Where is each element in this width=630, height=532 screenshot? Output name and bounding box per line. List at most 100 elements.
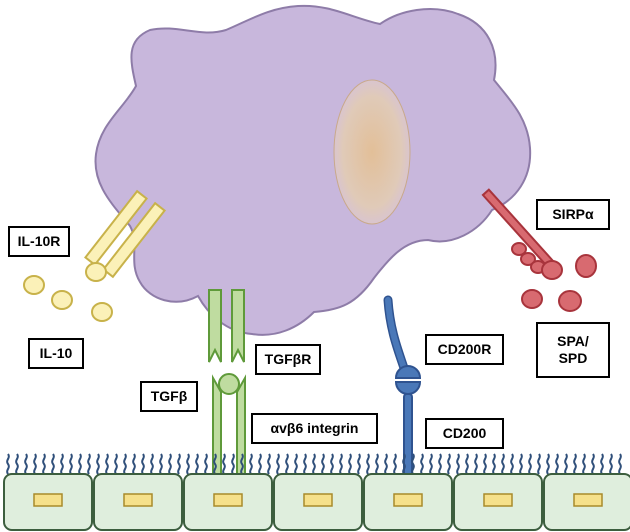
sirp-receptor: [481, 188, 563, 280]
cilium: [591, 453, 595, 475]
cilium: [537, 453, 541, 475]
label-il10r: IL-10R: [8, 226, 70, 257]
cilium: [618, 453, 622, 475]
cilium: [510, 453, 514, 475]
cilium: [555, 453, 559, 475]
cilium: [186, 453, 190, 475]
epithelial-nucleus: [33, 493, 63, 507]
cilium: [519, 453, 523, 475]
cilium: [159, 453, 163, 475]
tgfb-ligand: [218, 373, 240, 395]
cilium: [321, 453, 325, 475]
cilia: [6, 453, 622, 475]
cilium: [204, 453, 208, 475]
cilium: [402, 453, 406, 475]
label-tgfbr: TGFβR: [255, 344, 321, 375]
macrophage-cell: [94, 4, 532, 336]
cilium: [357, 453, 361, 475]
cd200r-receptor: [383, 295, 422, 379]
label-cd200r: CD200R: [425, 334, 504, 365]
cilium: [564, 453, 568, 475]
cilium: [114, 453, 118, 475]
cilium: [600, 453, 604, 475]
label-integrin: αvβ6 integrin: [251, 413, 378, 444]
label-tgfb: TGFβ: [140, 381, 198, 412]
cilium: [15, 453, 19, 475]
cilium: [339, 453, 343, 475]
cilium: [483, 453, 487, 475]
cilium: [87, 453, 91, 475]
cd200-ligand: [394, 381, 422, 491]
cilium: [285, 453, 289, 475]
cilium: [474, 453, 478, 475]
cilium: [42, 453, 46, 475]
epithelial-nucleus: [573, 493, 603, 507]
cilium: [330, 453, 334, 475]
cilium: [177, 453, 181, 475]
cilium: [132, 453, 136, 475]
label-spa-line2: SPD: [558, 350, 588, 366]
cilium: [348, 453, 352, 475]
epithelial-nucleus: [213, 493, 243, 507]
cilium: [240, 453, 244, 475]
il10-receptor: [84, 189, 166, 279]
cilium: [456, 453, 460, 475]
cilium: [492, 453, 496, 475]
cilium: [303, 453, 307, 475]
cilium: [69, 453, 73, 475]
cilium: [438, 453, 442, 475]
epithelial-nucleus: [483, 493, 513, 507]
cilium: [249, 453, 253, 475]
cilium: [429, 453, 433, 475]
label-spa-spd: SPA/ SPD: [536, 322, 610, 378]
cilium: [465, 453, 469, 475]
epithelium: [3, 473, 630, 531]
cilium: [375, 453, 379, 475]
label-sirpa: SIRPα: [536, 199, 610, 230]
cilium: [384, 453, 388, 475]
cilium: [582, 453, 586, 475]
cilium: [141, 453, 145, 475]
cilium: [33, 453, 37, 475]
epithelial-nucleus: [123, 493, 153, 507]
label-cd200: CD200: [425, 418, 504, 449]
label-spa-line1: SPA/: [557, 333, 589, 349]
cilium: [267, 453, 271, 475]
nucleus: [333, 79, 411, 225]
il10-molecule: [23, 262, 113, 322]
cilium: [24, 453, 28, 475]
cilium: [366, 453, 370, 475]
cilium: [96, 453, 100, 475]
cilium: [195, 453, 199, 475]
cilium: [312, 453, 316, 475]
cilium: [411, 453, 415, 475]
cilium: [78, 453, 82, 475]
cilium: [60, 453, 64, 475]
cilium: [276, 453, 280, 475]
cilium: [222, 453, 226, 475]
cilium: [6, 453, 10, 475]
tgfb-receptor: [208, 289, 245, 363]
spa-spd-molecule: [521, 254, 597, 312]
cilium: [609, 453, 613, 475]
cilium: [546, 453, 550, 475]
cilium: [573, 453, 577, 475]
cilium: [213, 453, 217, 475]
epithelial-nucleus: [303, 493, 333, 507]
cilium: [447, 453, 451, 475]
label-il10: IL-10: [28, 338, 84, 369]
cilium: [258, 453, 262, 475]
cilium: [105, 453, 109, 475]
cilium: [231, 453, 235, 475]
epithelial-nucleus: [393, 493, 423, 507]
cilium: [528, 453, 532, 475]
cilium: [150, 453, 154, 475]
cilium: [123, 453, 127, 475]
cilium: [501, 453, 505, 475]
cilium: [51, 453, 55, 475]
cilium: [294, 453, 298, 475]
cilium: [420, 453, 424, 475]
cilium: [168, 453, 172, 475]
